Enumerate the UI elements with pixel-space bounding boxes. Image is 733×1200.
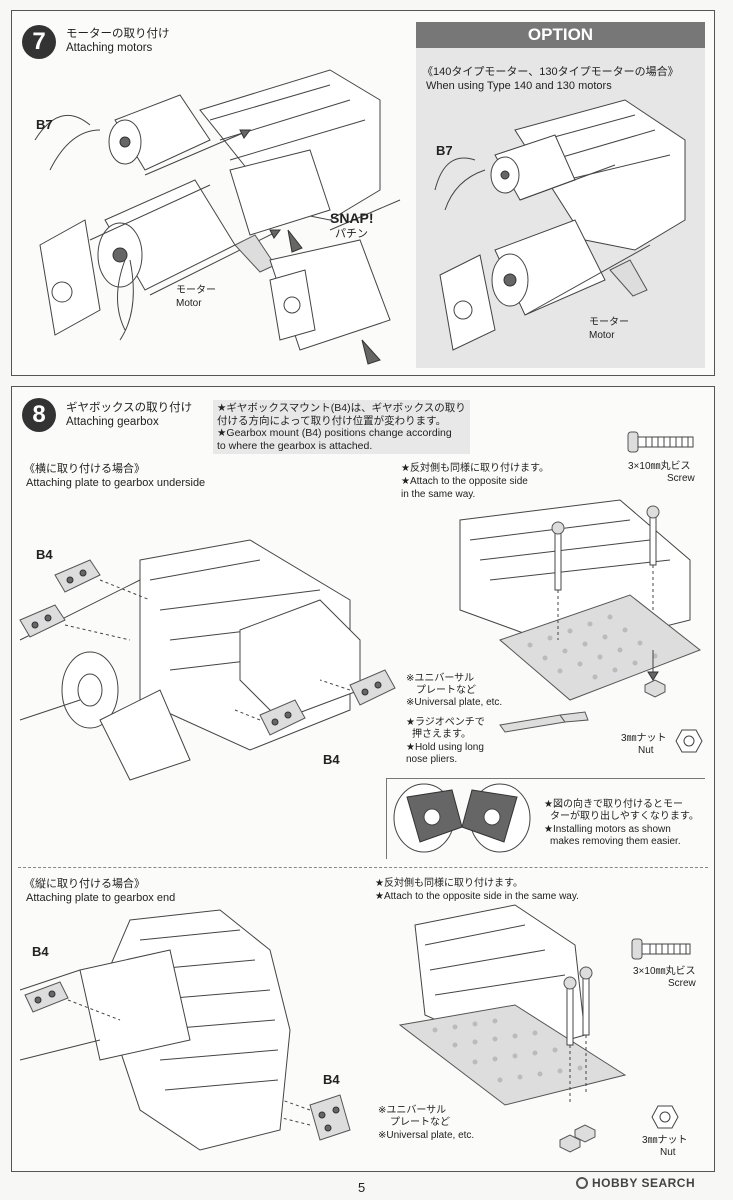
step7-motor-en: Motor [176,298,202,309]
step8-nut-icon [675,729,703,753]
step7-label-b7: B7 [36,117,53,132]
step8-note-jp1: ★ギヤボックスマウント(B4)は、ギヤボックスの取り [217,402,466,414]
step8-end-mount-illustration [19,909,351,1151]
step8-sub1-jp: 《横に取り付ける場合》 [24,463,145,475]
option-motor-illustration [434,99,686,351]
step7-motor-illustration [34,69,401,365]
step8-inst-en1: ★Installing motors as shown [544,824,671,835]
step8-inst-jp2: ターが取り出しやすくなります。 [550,811,699,822]
step8-pliers-en2: nose pliers. [406,754,458,765]
step8-opp-en2: in the same way. [401,489,476,500]
step8-plate-jp2: プレートなど [416,685,476,696]
option-motor-jp: モーター [589,317,629,328]
step8-pliers-jp1: ★ラジオペンチで [406,717,485,728]
page-number: 5 [358,1180,366,1195]
step8-nut-en: Nut [638,745,654,756]
step8-pliers-en1: ★Hold using long [406,742,484,753]
step8-nut2-en: Nut [660,1147,676,1158]
step8-label-b4-end-left: B4 [32,944,49,959]
step8-screw-en: Screw [667,473,695,484]
step8-side-mount-illustration [19,539,396,781]
step8-screw2-icon [631,938,691,960]
step8-note-en2: to where the gearbox is attached. [217,439,373,452]
hobby-search-text: HOBBY SEARCH [592,1176,696,1190]
step8-plate2-illustration [398,904,627,1153]
step8-nut2-icon [651,1105,679,1129]
option-motor-en: Motor [589,330,615,341]
step8-note-en1: ★Gearbox mount (B4) positions change acc… [217,427,452,439]
option-label-b7: B7 [436,143,453,158]
step8-screw-jp: 3×10㎜丸ビス [628,461,691,472]
step8-plate-en: ※Universal plate, etc. [406,697,503,708]
step8-motor-inset-frame [386,778,705,859]
step8-opp-jp: ★反対側も同様に取り付けます。 [401,463,549,474]
step8-gearbox-note: ★ギヤボックスマウント(B4)は、ギヤボックスの取り 付ける方向によって取り付け… [213,400,470,454]
step8-label-b4-bottom: B4 [323,752,340,767]
step8-plate-illustration [459,499,702,733]
step8-screw2-en: Screw [668,978,696,989]
step7-title-jp: モーターの取り付け [66,28,170,40]
hobby-search-logo-icon [576,1177,588,1189]
step8-title-en: Attaching gearbox [66,416,159,428]
step8-motor-inset-illustration [393,783,531,853]
option-header: OPTION [416,22,705,48]
step8-screw2-jp: 3×10㎜丸ビス [633,966,696,977]
step8-number: 8 [22,398,56,432]
step8-label-b4-end-right: B4 [323,1072,340,1087]
step8-note-jp2: 付ける方向によって取り付け位置が変わります。 [217,414,447,427]
step8-plate2-jp2: プレートなど [390,1117,450,1128]
option-title-en: When using Type 140 and 130 motors [426,80,612,92]
step8-plate2-jp1: ※ユニバーサル [378,1105,447,1116]
step7-snap-jp: パチン [335,228,368,240]
step7-motor-jp: モーター [176,285,216,296]
step8-pliers-jp2: 押さえます。 [412,729,471,740]
step8-sub1-en: Attaching plate to gearbox underside [26,477,206,489]
option-title-jp: 《140タイプモーター、130タイプモーターの場合》 [422,66,679,78]
step8-inst-en2: makes removing them easier. [550,836,681,847]
step8-nut2-jp: 3㎜ナット [642,1135,688,1146]
step8-opp-en1: ★Attach to the opposite side [401,476,528,487]
step8-opp2-jp: ★反対側も同様に取り付けます。 [375,878,523,889]
step8-opp2-en: ★Attach to the opposite side in the same… [375,891,579,902]
step7-number: 7 [22,25,56,59]
step8-screw-icon [627,431,694,453]
step8-sub2-jp: 《縦に取り付ける場合》 [24,878,145,890]
hobby-search-watermark: HOBBY SEARCH [576,1176,695,1190]
step8-sub2-en: Attaching plate to gearbox end [26,892,176,904]
step8-title-jp: ギヤボックスの取り付け [66,402,193,414]
step8-plate-jp1: ※ユニバーサル [406,673,475,684]
step8-label-b4-top: B4 [36,547,53,562]
step7-title-en: Attaching motors [66,42,153,54]
step8-divider [18,867,708,868]
step7-snap-en: SNAP! [330,210,374,226]
step8-plate2-en: ※Universal plate, etc. [378,1130,475,1141]
step8-inst-jp1: ★図の向きで取り付けるとモー [544,799,683,810]
step8-nut-jp: 3㎜ナット [621,733,667,744]
